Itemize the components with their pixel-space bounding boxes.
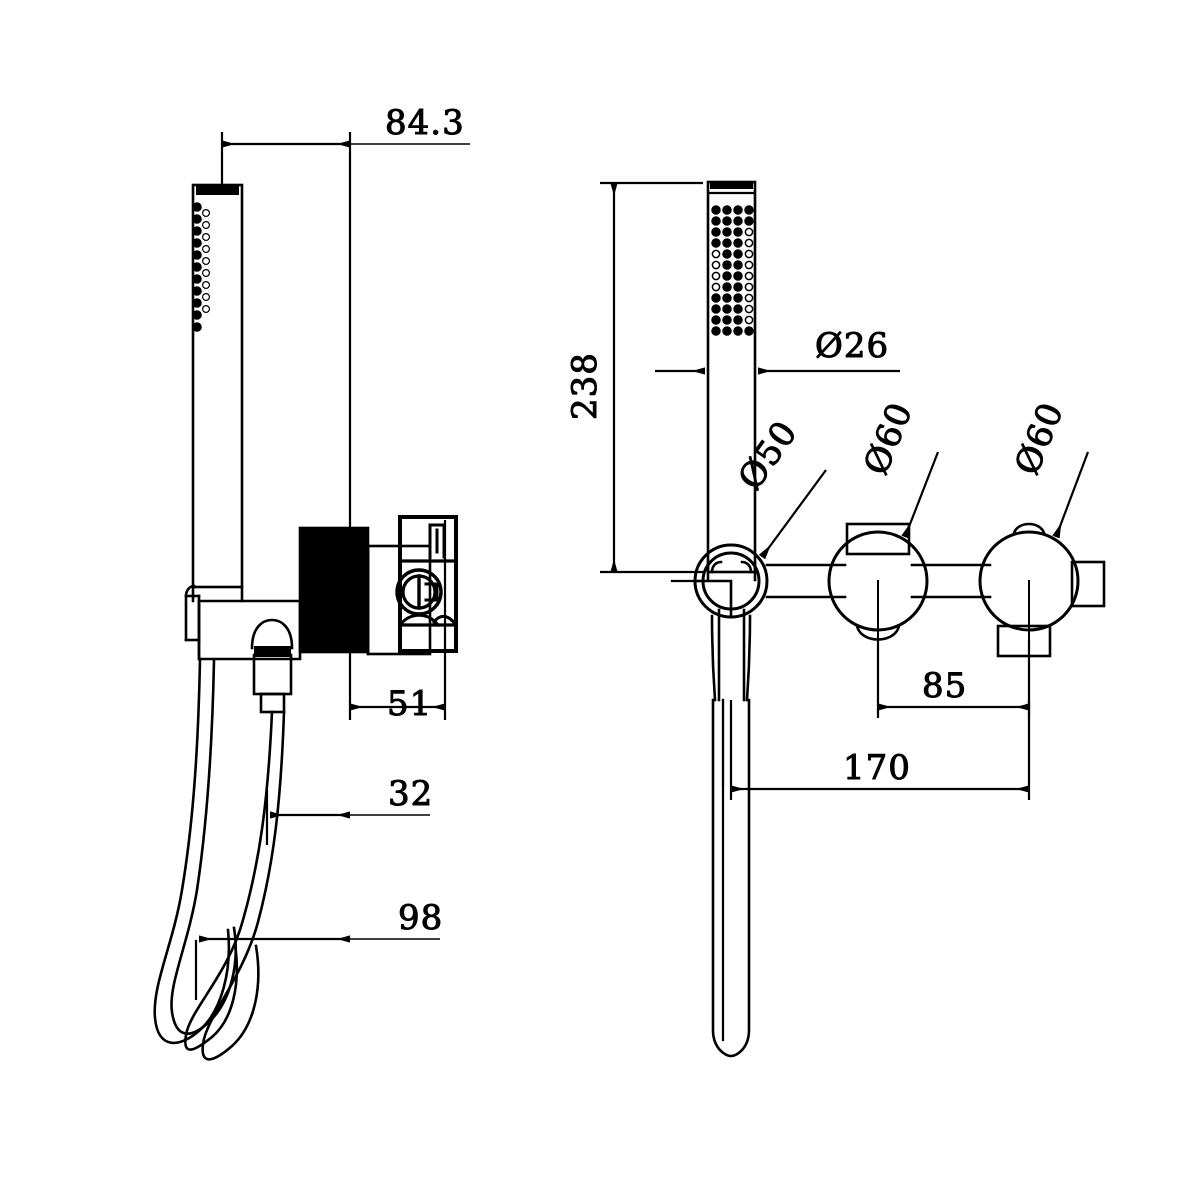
- handle1-lever-top: [845, 522, 911, 556]
- dim-label-84-3: 84.3: [385, 103, 465, 143]
- dim-label-238: 238: [565, 352, 605, 420]
- leader-line-d50: [758, 469, 827, 560]
- dim-label-d26: Ø26: [815, 326, 889, 366]
- hose-nut-band: [254, 646, 291, 657]
- spray-holes-side: [192, 202, 211, 332]
- side-view-geometry: [153, 183, 459, 1061]
- handle2-lever-right: [1070, 560, 1106, 608]
- dim-label-85: 85: [922, 666, 967, 706]
- hose-front-right-curve: [745, 614, 752, 702]
- dim-label-32: 32: [388, 774, 433, 814]
- hose-front-inner-pair: [717, 608, 746, 702]
- handset-top-cap-front: [710, 182, 753, 189]
- handle-ring-detail: [424, 582, 439, 602]
- hose-outline-mid: [170, 658, 238, 1035]
- handle-lever-side: [428, 523, 446, 559]
- hose-outline-right: [184, 710, 274, 1051]
- hose-front-body: [711, 698, 751, 1058]
- escutcheon-dark-block: [298, 526, 370, 654]
- leader-line-d60-left: [901, 451, 940, 539]
- handset-top-cap-side: [196, 185, 239, 195]
- handle2-lever-top-arc: [1012, 522, 1046, 535]
- holder-fillet: [184, 584, 196, 598]
- dim-label-51: 51: [387, 684, 432, 724]
- side-view-dimensions: 84.3 51 32 98: [194, 103, 470, 1000]
- handle2-lever-bottom: [996, 624, 1052, 658]
- hose-nut-dome: [250, 618, 294, 650]
- handset-base-step: [191, 585, 244, 603]
- spray-face-front: [711, 205, 754, 336]
- hose-outline-outer: [201, 710, 286, 1061]
- hose-outline-left: [153, 657, 231, 1045]
- dim-label-170: 170: [843, 748, 911, 788]
- front-view-geometry: [670, 180, 1106, 1058]
- dim-label-98: 98: [398, 898, 443, 938]
- handle1-lever-bottom-arc: [855, 624, 901, 641]
- wall-outlet-centre-mark: [693, 579, 733, 619]
- hose-front-left-curve: [710, 614, 717, 702]
- handset-base-fillet: [710, 560, 753, 574]
- leader-line-d60-right: [1052, 451, 1090, 539]
